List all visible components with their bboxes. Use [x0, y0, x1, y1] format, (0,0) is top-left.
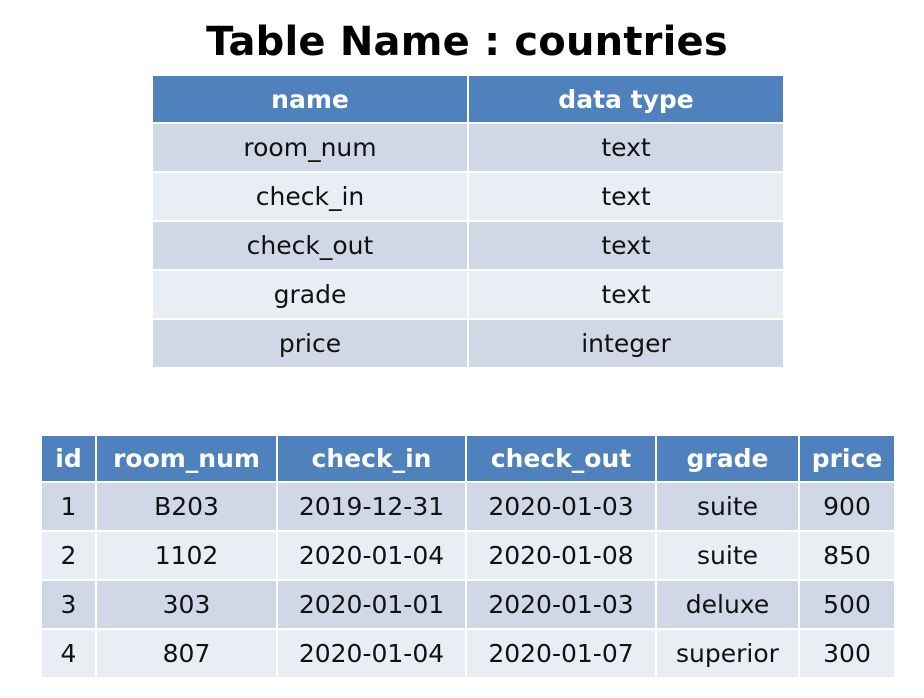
cell-id: 3	[40, 579, 97, 630]
schema-cell-type: text	[467, 171, 785, 222]
data-row: 4 807 2020-01-04 2020-01-07 superior 300	[40, 628, 896, 679]
schema-header-name: name	[151, 74, 469, 124]
schema-cell-type: text	[467, 220, 785, 271]
cell-check-in: 2020-01-01	[276, 579, 467, 630]
cell-check-in: 2020-01-04	[276, 628, 467, 679]
cell-grade: suite	[655, 530, 800, 581]
schema-cell-type: integer	[467, 318, 785, 369]
schema-cell-type: text	[467, 269, 785, 320]
cell-price: 850	[798, 530, 896, 581]
cell-check-out: 2020-01-03	[465, 579, 657, 630]
schema-cell-name: room_num	[151, 122, 469, 173]
cell-price: 900	[798, 481, 896, 532]
schema-row: room_num text	[151, 122, 785, 173]
schema-table: name data type room_num text check_in te…	[151, 74, 785, 369]
page-title: Table Name : countries	[206, 19, 728, 65]
schema-row: grade text	[151, 269, 785, 320]
schema-row: check_out text	[151, 220, 785, 271]
data-header-room-num: room_num	[95, 434, 278, 483]
schema-row: price integer	[151, 318, 785, 369]
schema-cell-name: price	[151, 318, 469, 369]
cell-check-out: 2020-01-07	[465, 628, 657, 679]
cell-grade: deluxe	[655, 579, 800, 630]
schema-cell-type: text	[467, 122, 785, 173]
cell-room-num: 1102	[95, 530, 278, 581]
cell-room-num: 303	[95, 579, 278, 630]
cell-check-out: 2020-01-08	[465, 530, 657, 581]
data-header-check-out: check_out	[465, 434, 657, 483]
cell-room-num: 807	[95, 628, 278, 679]
cell-check-out: 2020-01-03	[465, 481, 657, 532]
cell-room-num: B203	[95, 481, 278, 532]
data-header-grade: grade	[655, 434, 800, 483]
schema-cell-name: check_out	[151, 220, 469, 271]
data-header-row: id room_num check_in check_out grade pri…	[40, 434, 896, 483]
cell-id: 1	[40, 481, 97, 532]
cell-id: 2	[40, 530, 97, 581]
cell-check-in: 2019-12-31	[276, 481, 467, 532]
cell-grade: suite	[655, 481, 800, 532]
data-row: 1 B203 2019-12-31 2020-01-03 suite 900	[40, 481, 896, 532]
cell-grade: superior	[655, 628, 800, 679]
schema-cell-name: check_in	[151, 171, 469, 222]
schema-cell-name: grade	[151, 269, 469, 320]
schema-row: check_in text	[151, 171, 785, 222]
cell-check-in: 2020-01-04	[276, 530, 467, 581]
data-header-price: price	[798, 434, 896, 483]
schema-header-row: name data type	[151, 74, 785, 124]
data-header-check-in: check_in	[276, 434, 467, 483]
cell-id: 4	[40, 628, 97, 679]
data-table: id room_num check_in check_out grade pri…	[40, 434, 896, 679]
data-row: 2 1102 2020-01-04 2020-01-08 suite 850	[40, 530, 896, 581]
data-header-id: id	[40, 434, 97, 483]
cell-price: 500	[798, 579, 896, 630]
schema-header-data-type: data type	[467, 74, 785, 124]
cell-price: 300	[798, 628, 896, 679]
data-row: 3 303 2020-01-01 2020-01-03 deluxe 500	[40, 579, 896, 630]
